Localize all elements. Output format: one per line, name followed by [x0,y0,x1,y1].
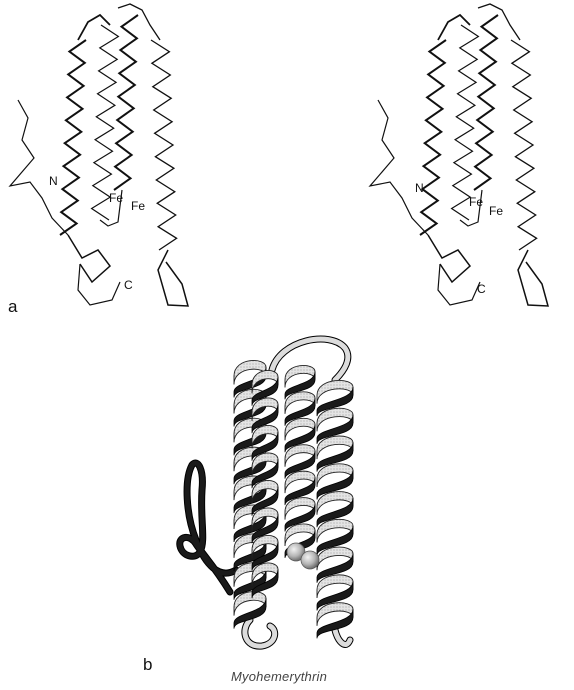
calpha-trace-stereo-pair [8,3,549,307]
n-terminus-label-right: N [415,181,424,195]
helix-d-tail-trace [157,249,189,307]
helix-4-ribbon [316,380,354,639]
helix-c-trace [473,14,499,191]
helix-3-ribbon [284,365,316,559]
helix-d-trace [510,39,538,251]
loop-cd-trace [117,3,161,41]
c-terminus-label-right: C [477,282,486,296]
ribbon-cartoon [176,335,354,650]
c-loop-box-trace [67,234,112,284]
helix-d-trace [150,39,178,251]
helix-2-ribbon [251,370,279,599]
loop-bc-trace [99,189,123,227]
c-terminal-trace [77,263,121,306]
panel-b-ribbon-diagram: b Myohemerythrin [0,330,574,690]
iron-sphere-2 [300,550,320,570]
c-terminus-label-left: C [124,278,133,292]
calpha-trace-left-view [8,3,189,307]
ribbon-loops [176,335,354,650]
iron-1-label-right: Fe [469,195,484,209]
helix-a-trace [59,39,87,236]
loop-ab-trace [437,13,471,41]
n-terminal-hairpin [177,460,239,595]
iron-1-label-left: Fe [109,191,124,205]
helix-b-trace [90,24,120,221]
ribbon-helices [233,360,354,639]
panel-b-label: b [143,655,153,674]
panel-a-stereo-trace: N Fe Fe C N Fe Fe C a [0,0,574,330]
n-terminal-arm-trace [368,99,429,236]
helix-b-trace [450,24,480,221]
c-terminal-tail [332,627,353,647]
helix-c-trace [113,14,139,191]
loop-cd-trace [477,3,521,41]
bottom-coil [242,617,278,649]
iron-2-label-left: Fe [131,199,146,213]
panel-a-label: a [8,297,18,316]
loop-ab-trace [77,13,111,41]
helix-a-trace [419,39,447,236]
c-terminal-trace [437,263,481,306]
iron-2-label-right: Fe [489,204,504,218]
c-loop-box-trace [427,234,472,284]
helix-d-tail-trace [517,249,549,307]
protein-name-caption: Myohemerythrin [231,669,327,684]
top-connecting-loop [269,336,351,383]
loop-bc-trace [459,189,483,227]
iron-sphere-1 [286,542,306,562]
n-terminus-label-left: N [49,174,58,188]
calpha-trace-right-view [368,3,549,307]
n-terminal-arm-trace [8,99,69,236]
iron-spheres [286,542,320,570]
